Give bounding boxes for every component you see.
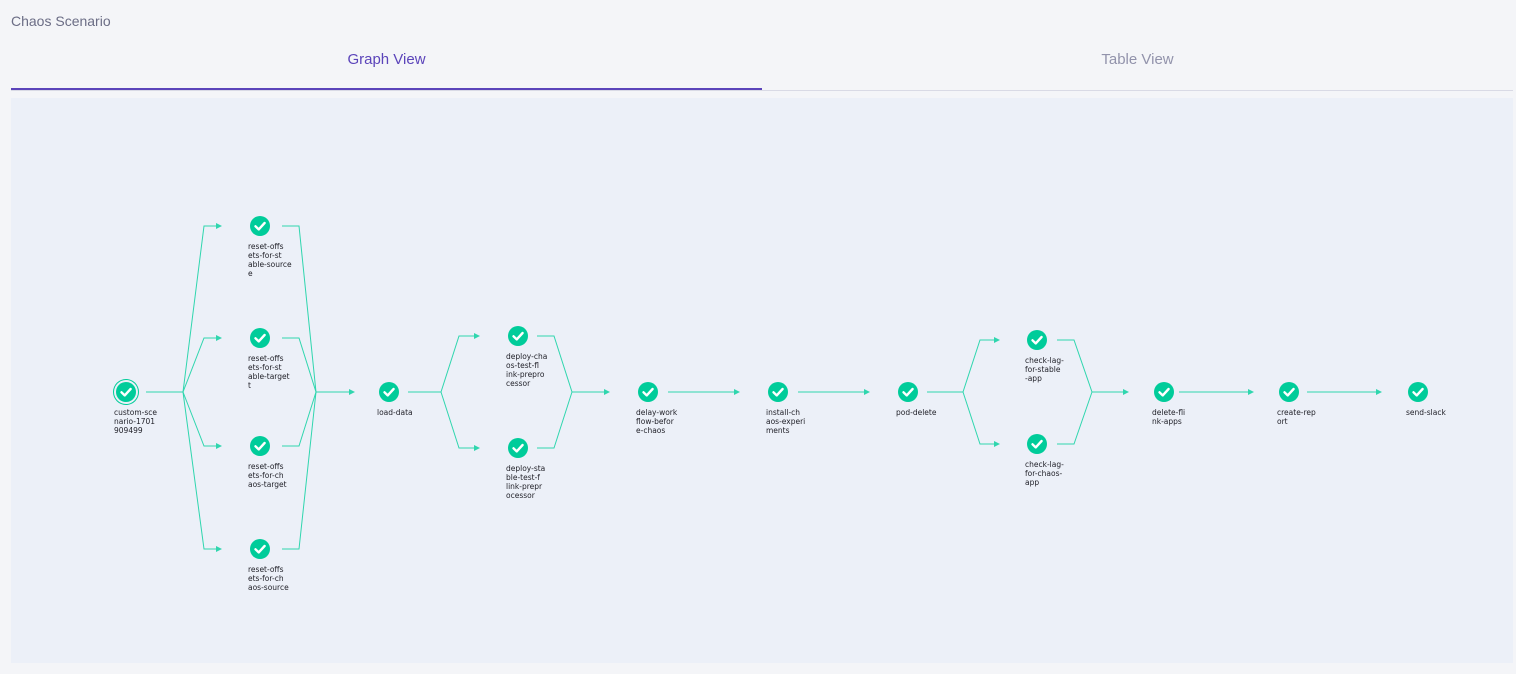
node-label: load-data [377,408,413,417]
page-title: Chaos Scenario [11,13,111,29]
graph-edge [1057,339,1093,393]
workflow-node-reset-offsets-for-chaos-target[interactable] [250,436,270,456]
check-icon [254,221,266,231]
workflow-node-reset-offsets-for-chaos-source[interactable] [250,539,270,559]
check-icon [512,331,524,341]
graph-edge [182,335,222,393]
tab-table-view[interactable]: Table View [1101,51,1174,68]
workflow-node-create-report[interactable] [1279,382,1299,402]
node-label: reset-offs ets-for-ch aos-target [248,462,287,489]
check-icon [383,387,395,397]
view-tabs: Graph View Table View [11,40,1513,91]
graph-edge [282,225,317,393]
check-icon [772,387,784,397]
check-icon [512,443,524,453]
workflow-node-custom-scenario-1701909499[interactable] [116,382,136,402]
workflow-node-delete-flink-apps[interactable] [1154,382,1174,402]
node-label: delay-work flow-befor e-chaos [636,408,678,435]
graph-edge [282,391,317,447]
check-icon [1031,439,1043,449]
graph-edge [962,391,1000,447]
node-label: reset-offs ets-for-st able-source e [248,242,292,278]
workflow-node-reset-offsets-for-stable-target[interactable] [250,328,270,348]
node-label: delete-fli nk-apps [1152,408,1186,426]
workflow-node-load-data[interactable] [379,382,399,402]
graph-edge [182,391,222,449]
node-label: check-lag- for-stable -app [1025,356,1064,383]
graph-edge [282,337,317,393]
workflow-node-deploy-chaos-test-flink-preprocessor[interactable] [508,326,528,346]
check-icon [1412,387,1424,397]
tab-graph-view[interactable]: Graph View [11,40,762,90]
node-label: check-lag- for-chaos- app [1025,460,1064,487]
workflow-node-send-slack[interactable] [1408,382,1428,402]
check-icon [254,441,266,451]
workflow-node-pod-delete[interactable] [898,382,918,402]
node-label: reset-offs ets-for-st able-target t [248,354,290,390]
node-label: pod-delete [896,408,937,417]
graph-edge [440,333,480,393]
workflow-node-check-lag-for-chaos-app[interactable] [1027,434,1047,454]
check-icon [1158,387,1170,397]
graph-edges [146,223,1382,552]
node-label: custom-sce nario-1701 909499 [114,408,157,435]
graph-edge [182,391,222,552]
check-icon [902,387,914,397]
check-icon [1031,335,1043,345]
graph-edge [537,391,573,449]
node-label: deploy-sta ble-test-f link-prepr ocessor [506,464,546,500]
graph-edge [962,337,1000,393]
workflow-node-reset-offsets-for-stable-source[interactable] [250,216,270,236]
graph-edge [440,391,480,451]
workflow-node-delay-workflow-before-chaos[interactable] [638,382,658,402]
graph-edge [182,223,222,393]
graph-edge [537,335,573,393]
check-icon [120,387,132,397]
graph-edge [1057,391,1093,445]
node-label: deploy-cha os-test-fl ink-prepro cessor [506,352,548,388]
check-icon [254,333,266,343]
workflow-node-deploy-stable-test-flink-preprocessor[interactable] [508,438,528,458]
workflow-graph[interactable]: custom-sce nario-1701 909499 reset-offs e… [11,98,1513,663]
graph-edge [282,391,317,550]
check-icon [254,544,266,554]
node-label: reset-offs ets-for-ch aos-source [248,565,289,592]
node-label: create-rep ort [1277,408,1316,426]
check-icon [642,387,654,397]
node-label: install-ch aos-experi ments [766,408,806,435]
workflow-node-install-chaos-experiments[interactable] [768,382,788,402]
workflow-node-check-lag-for-stable-app[interactable] [1027,330,1047,350]
check-icon [1283,387,1295,397]
node-label: send-slack [1406,408,1446,417]
